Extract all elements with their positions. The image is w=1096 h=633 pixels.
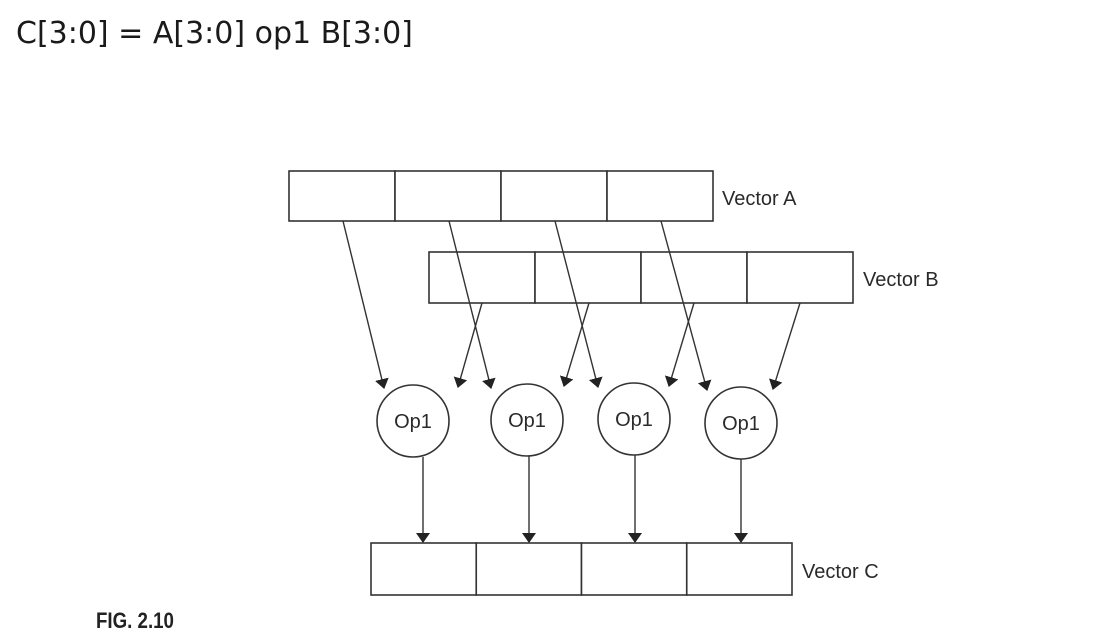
op-circle [376,384,450,458]
vector-b-cell-1 [534,251,642,304]
vector-a [288,170,714,222]
op-label: Op1 [615,409,653,431]
vector-a-cell-1 [394,170,502,222]
vector-b-cell-3 [746,251,854,304]
arrow-b-to-op-0 [453,302,483,388]
arrow-b-to-op-2 [664,302,695,387]
figure-caption: FIG. 2.10 [96,608,174,633]
data-flow-arrows [342,220,801,543]
arrow-a-to-op-1 [448,220,496,389]
vector-b [428,251,854,304]
op-circle [597,382,671,456]
arrow-a-to-op-0 [342,220,389,389]
vector-c-cell-1 [475,542,583,596]
arrow-b-to-op-3 [769,302,801,390]
arrow-a-to-op-2 [554,220,603,388]
op-circle [490,383,564,457]
op-label: Op1 [508,410,546,432]
op-label: Op1 [394,411,432,433]
op-label: Op1 [722,413,760,435]
arrow-a-to-op-3 [660,220,712,391]
vector-b-label: Vector B [863,269,939,291]
arrow-b-to-op-1 [559,302,590,387]
op-unit-3: Op1 [704,386,778,460]
op-unit-2: Op1 [597,382,671,456]
op-units: Op1 Op1 Op1 Op1 [376,382,778,460]
vector-c-cell-3 [685,542,793,596]
vector-a-label: Vector A [722,188,797,210]
vector-a-cell-3 [606,170,714,222]
vector-b-cell-2 [640,251,748,304]
vector-a-cell-2 [500,170,608,222]
op-unit-1: Op1 [490,383,564,457]
op-unit-0: Op1 [376,384,450,458]
vector-c-cell-2 [580,542,688,596]
vector-a-cell-0 [288,170,396,222]
vector-c [370,542,793,596]
vector-b-cell-0 [428,251,536,304]
formula-text: C[3:0] = A[3:0] op1 B[3:0] [16,16,413,51]
vector-c-cell-0 [370,542,478,596]
vector-c-label: Vector C [802,561,879,583]
